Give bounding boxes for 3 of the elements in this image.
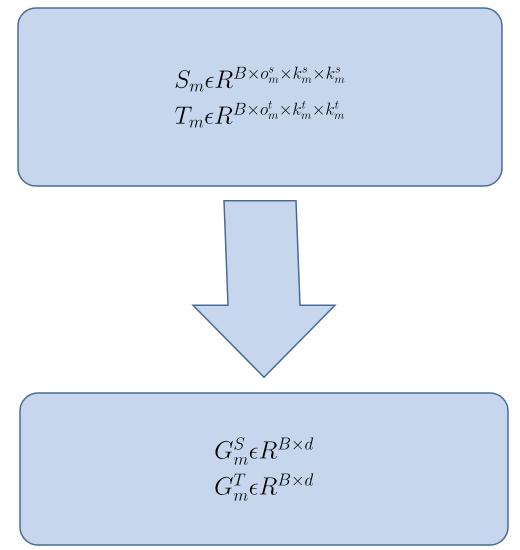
formula-box: $G_m^S \epsilon R^{B \times d}$ $G_m^T \epsilon R^{B \times d}$ bbox=[19, 392, 509, 546]
formula-box: $S_m \epsilon R^{B \times o_m^s \times k_m^s \times k_m^s}$ $T_m \epsilon R^{B \times o_m^t \times k_m^t \times k_m^t}$ bbox=[17, 7, 503, 187]
block-arrow bbox=[191, 200, 337, 378]
